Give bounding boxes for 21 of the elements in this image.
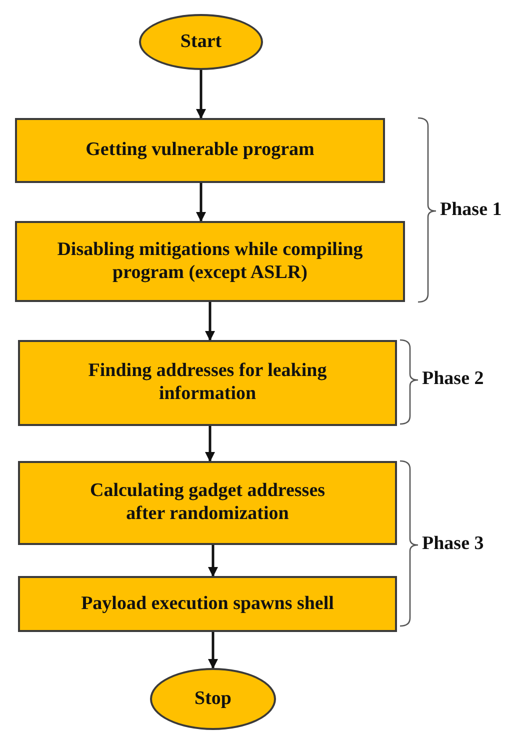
node-text: Stop <box>194 688 232 710</box>
node-text: Start <box>180 30 222 54</box>
process-box <box>15 118 385 183</box>
arrow <box>196 70 206 119</box>
process-box <box>18 340 397 426</box>
node-text: Calculating gadget addresses after randomization <box>88 480 326 526</box>
arrow <box>205 426 215 462</box>
arrow <box>196 183 206 222</box>
phase-label: Phase 1 <box>440 199 502 221</box>
node-text: Payload execution spawns shell <box>81 592 334 616</box>
node-text: Getting vulnerable program <box>86 139 314 162</box>
process-box <box>18 576 397 632</box>
arrow <box>205 302 215 341</box>
arrow <box>208 545 218 577</box>
arrow <box>208 632 218 669</box>
node-text: Finding addresses for leaking information <box>87 360 328 406</box>
node-text: Disabling mitigations while compiling program (except ASLR) <box>57 238 363 284</box>
phase-label: Phase 3 <box>422 533 484 555</box>
process-box <box>18 461 397 545</box>
process-box <box>15 221 405 302</box>
phase-label: Phase 2 <box>422 368 484 390</box>
